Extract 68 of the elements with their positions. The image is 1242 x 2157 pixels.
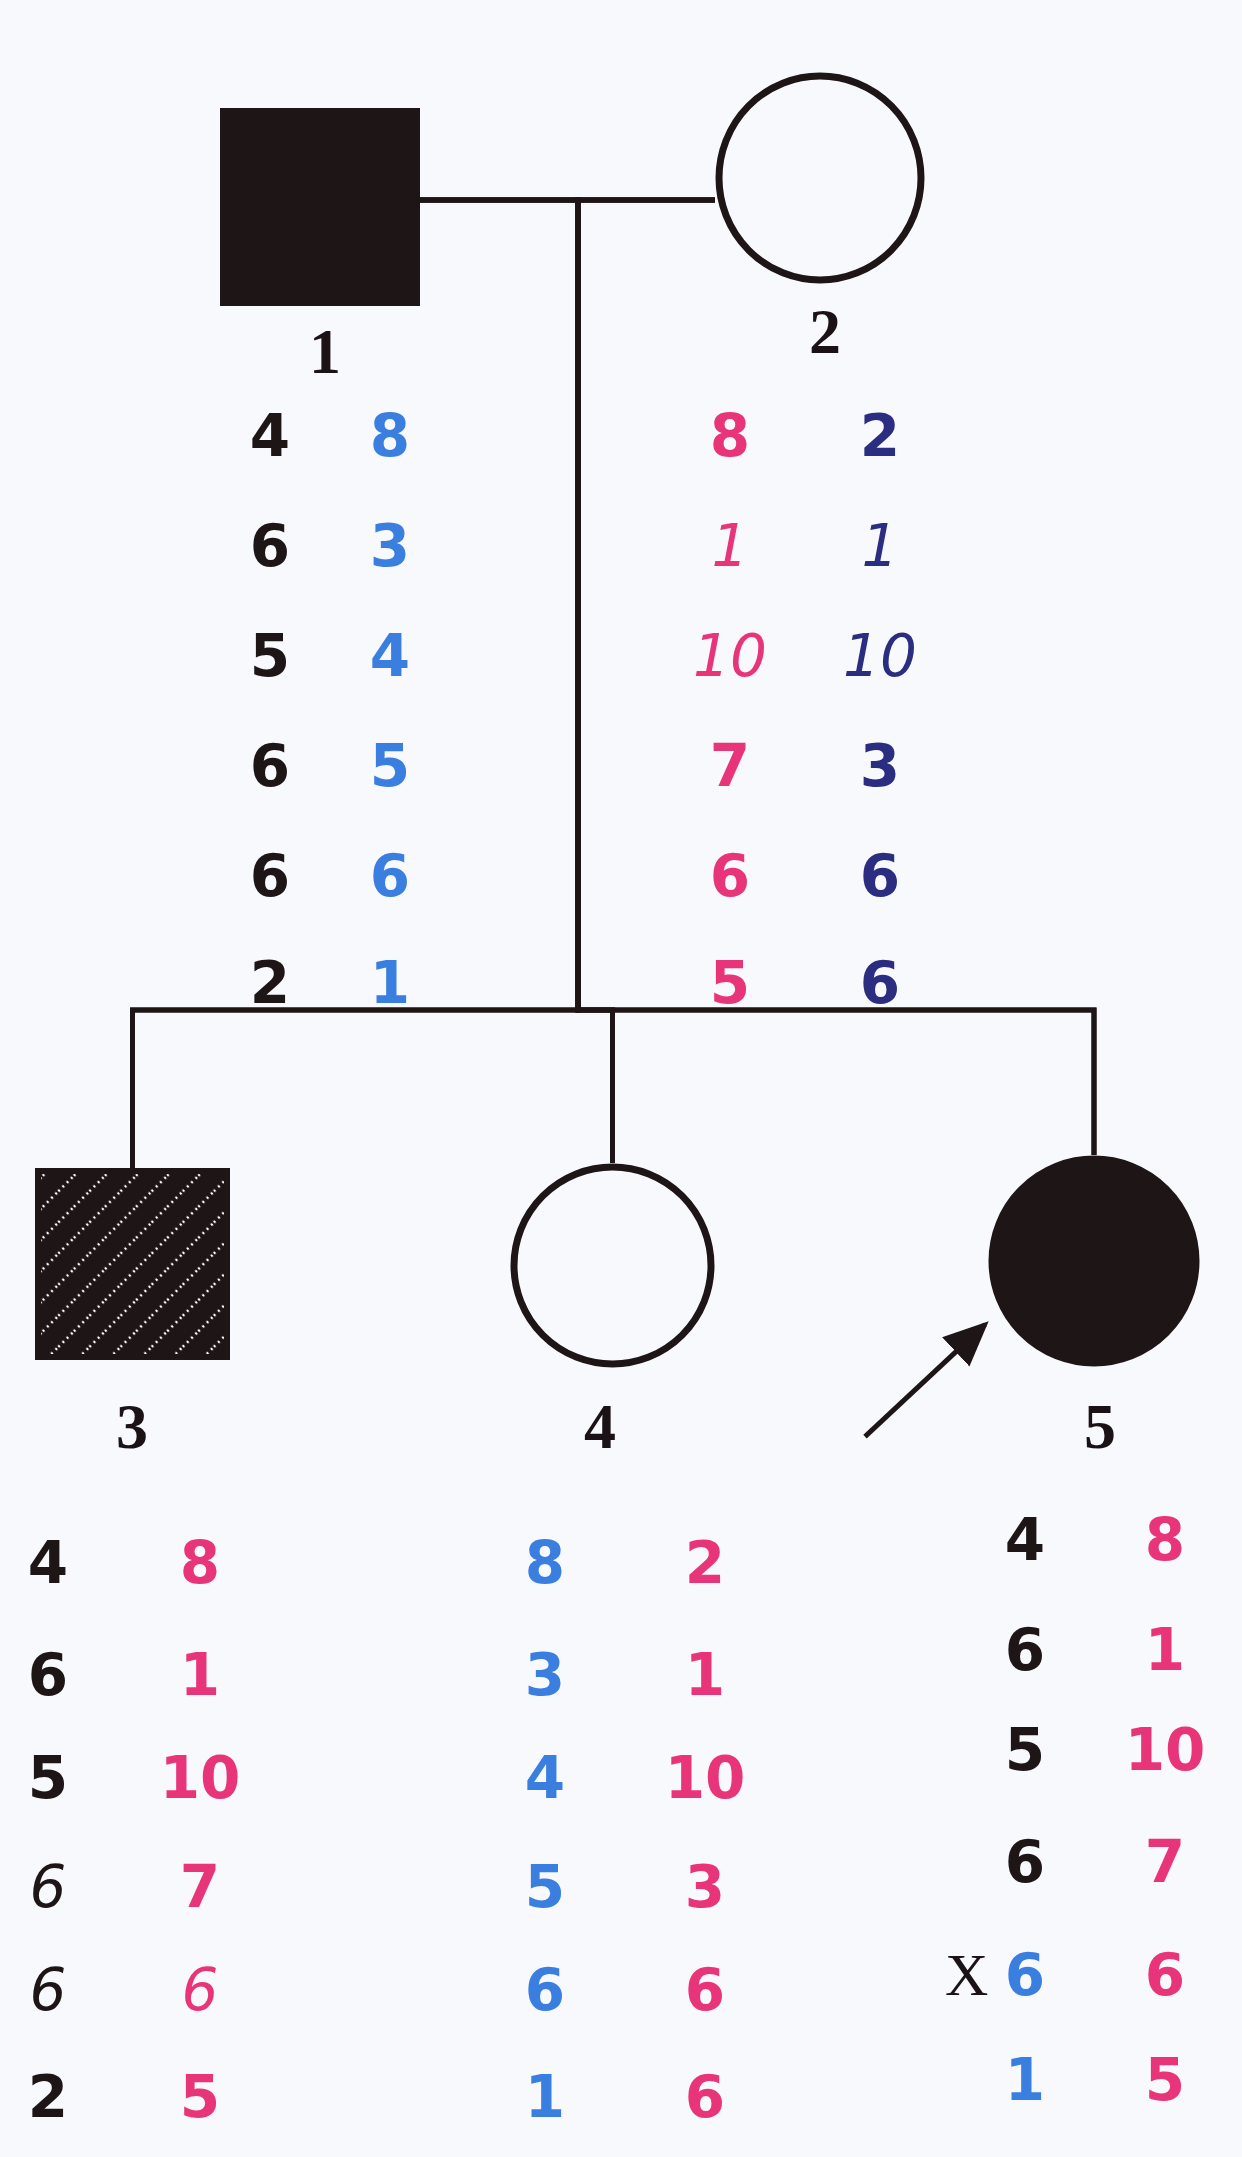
allele-number: 6 xyxy=(27,1646,69,1704)
allele-number: 2 xyxy=(684,1534,726,1592)
allele-number: 6 xyxy=(684,2068,726,2126)
allele-number: 6 xyxy=(369,847,411,905)
allele-number: 6 xyxy=(249,517,291,575)
allele-number: 6 xyxy=(524,1961,566,2019)
allele-number: 5 xyxy=(1144,2051,1186,2109)
allele-number: 7 xyxy=(709,737,751,795)
allele-number: 1 xyxy=(684,1646,726,1704)
individual-number: 2 xyxy=(809,300,841,364)
individual-number: 5 xyxy=(1084,1395,1116,1459)
allele-number: 6 xyxy=(859,954,901,1012)
allele-number: 3 xyxy=(859,737,901,795)
allele-number: 8 xyxy=(1144,1511,1186,1569)
allele-number: 10 xyxy=(159,1749,241,1807)
allele-number: 8 xyxy=(524,1534,566,1592)
allele-number: 5 xyxy=(369,737,411,795)
allele-number: 10 xyxy=(1124,1721,1206,1779)
allele-number: 1 xyxy=(1144,1621,1186,1679)
allele-number: 6 xyxy=(859,847,901,905)
allele-number: 6 xyxy=(684,1961,726,2019)
descent-line xyxy=(575,197,1097,1155)
allele-number: 1 xyxy=(1004,2051,1046,2109)
allele-number: 5 xyxy=(249,627,291,685)
allele-number: 5 xyxy=(179,2068,221,2126)
allele-number: 10 xyxy=(693,627,767,685)
allele-number: 6 xyxy=(29,1858,67,1916)
allele-number: 7 xyxy=(1144,1833,1186,1891)
allele-number: 10 xyxy=(843,627,917,685)
allele-number: 1 xyxy=(861,517,899,575)
allele-number: 3 xyxy=(524,1646,566,1704)
allele-number: 6 xyxy=(1004,1946,1046,2004)
allele-number: 6 xyxy=(249,847,291,905)
allele-number: 6 xyxy=(249,737,291,795)
allele-number: 2 xyxy=(859,407,901,465)
allele-number: 6 xyxy=(1004,1621,1046,1679)
individual-number: 4 xyxy=(584,1395,616,1459)
allele-number: 2 xyxy=(249,954,291,1012)
allele-number: 6 xyxy=(709,847,751,905)
allele-number: 6 xyxy=(29,1961,67,2019)
allele-number: 10 xyxy=(664,1749,746,1807)
allele-number: 6 xyxy=(181,1961,219,2019)
allele-number: 5 xyxy=(524,1858,566,1916)
allele-number: 1 xyxy=(524,2068,566,2126)
allele-number: 4 xyxy=(27,1534,69,1592)
individual-number: 1 xyxy=(309,320,341,384)
allele-number: 1 xyxy=(711,517,749,575)
allele-number: 1 xyxy=(179,1646,221,1704)
proband-arrow xyxy=(863,1321,989,1439)
allele-number: 2 xyxy=(27,2068,69,2126)
allele-number: 8 xyxy=(179,1534,221,1592)
allele-number: 4 xyxy=(249,407,291,465)
recombination-mark: X xyxy=(945,1945,989,2005)
allele-number: 4 xyxy=(1004,1511,1046,1569)
allele-number: 4 xyxy=(524,1749,566,1807)
allele-number: 6 xyxy=(1144,1946,1186,2004)
allele-number: 7 xyxy=(179,1858,221,1916)
allele-number: 5 xyxy=(27,1749,69,1807)
allele-number: 8 xyxy=(709,407,751,465)
individual-number: 3 xyxy=(116,1395,148,1459)
allele-number: 3 xyxy=(369,517,411,575)
allele-number: 1 xyxy=(369,954,411,1012)
allele-number: 8 xyxy=(369,407,411,465)
allele-number: 5 xyxy=(709,954,751,1012)
allele-number: 6 xyxy=(1004,1833,1046,1891)
allele-number: 3 xyxy=(684,1858,726,1916)
allele-number: 5 xyxy=(1004,1721,1046,1779)
allele-number: 4 xyxy=(369,627,411,685)
